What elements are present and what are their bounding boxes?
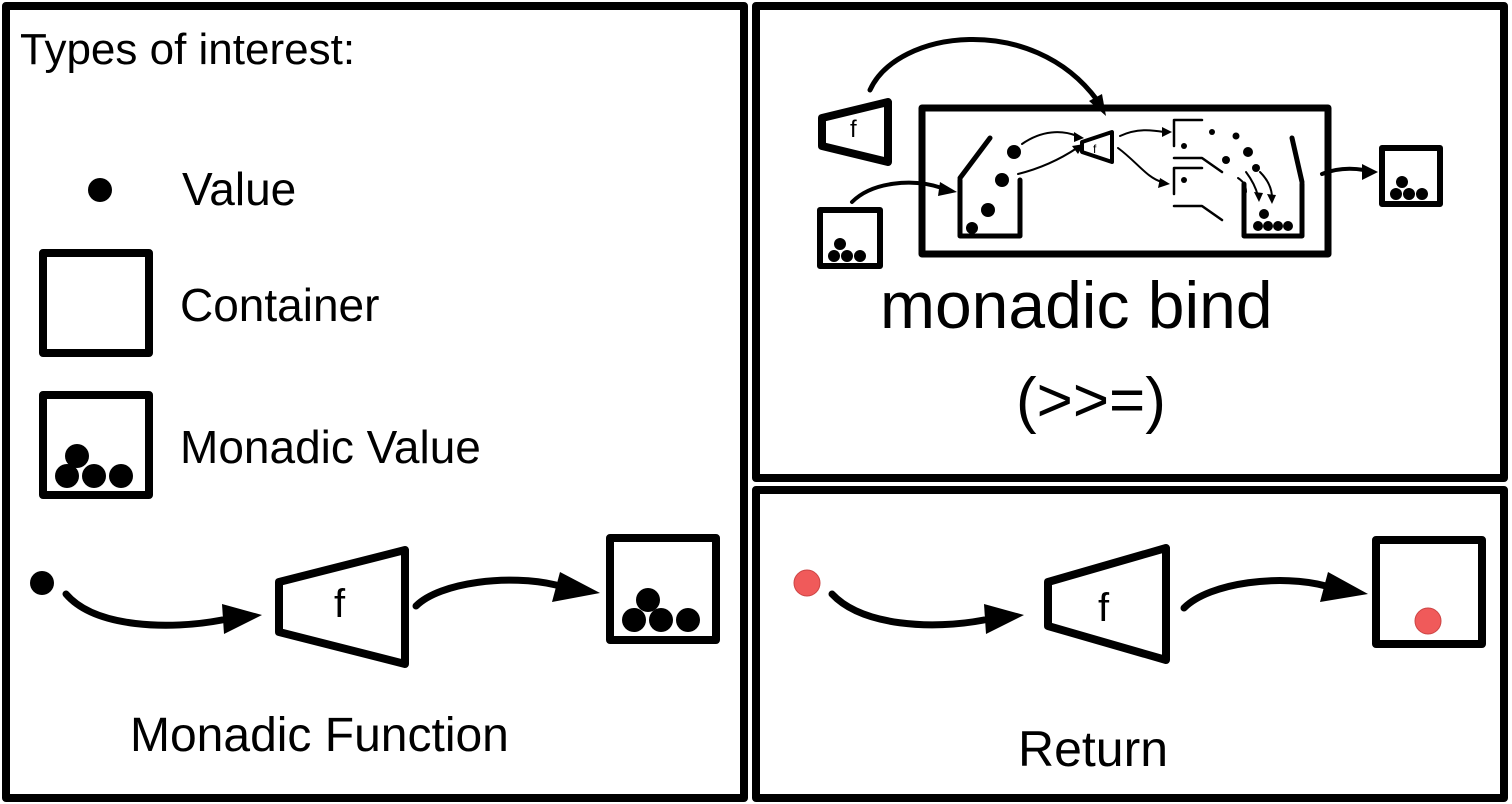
- bind-operator: (>>=): [1016, 366, 1166, 435]
- bind-caption: monadic bind: [880, 268, 1273, 342]
- return-input-arrow-icon: [828, 590, 988, 629]
- return-caption: Return: [1018, 721, 1169, 777]
- bind-machine-box: [918, 104, 1332, 258]
- bind-outer-function-symbol: f: [850, 116, 857, 143]
- monadic-function-diagram: [30, 534, 720, 668]
- return-function-icon: [1044, 544, 1170, 664]
- unpack-container-icon: [957, 177, 1023, 239]
- monadic-function-caption: Monadic Function: [130, 709, 509, 762]
- output-arrow-icon: [412, 576, 560, 610]
- return-function-symbol: f: [1098, 586, 1110, 630]
- container-box-icon: [39, 249, 153, 357]
- bind-input-monadic-value-icon: [817, 207, 883, 269]
- types-of-interest-panel: [2, 2, 748, 802]
- result-monadic-value-icon: [606, 534, 720, 644]
- bind-output-arrow-icon: [1320, 166, 1366, 176]
- bind-output-monadic-value-icon: [1379, 145, 1443, 207]
- return-input-dot-icon: [793, 569, 821, 597]
- value-dot-icon: [88, 178, 112, 202]
- svg-text:f: f: [1093, 142, 1097, 156]
- input-value-dot-icon: [30, 571, 54, 595]
- legend-container-label: Container: [180, 279, 380, 331]
- return-diagram: [793, 536, 1486, 664]
- monadic-value-box-icon: [39, 391, 153, 499]
- monadic-function-symbol: f: [334, 582, 346, 626]
- bind-input-function-icon: [818, 98, 892, 166]
- return-output-container-icon: [1372, 536, 1486, 648]
- bind-inner-function-icon: [1080, 130, 1114, 164]
- monadic-bind-diagram: f: [817, 37, 1443, 269]
- repack-container-icon: [1241, 181, 1305, 239]
- legend-heading: Types of interest:: [20, 25, 356, 74]
- bind-input-arrow-icon: [850, 180, 944, 204]
- input-arrowhead-icon: [222, 604, 262, 634]
- legend-value-label: Value: [182, 163, 297, 215]
- legend-monadic-value-label: Monadic Value: [180, 421, 481, 473]
- function-feed-arrow-icon: [867, 37, 1100, 103]
- input-arrow-icon: [62, 590, 226, 629]
- return-output-dot-icon: [1414, 607, 1442, 635]
- return-output-arrow-icon: [1180, 577, 1330, 612]
- output-arrowhead-icon: [552, 572, 600, 602]
- function-trapezoid-icon: [275, 546, 409, 668]
